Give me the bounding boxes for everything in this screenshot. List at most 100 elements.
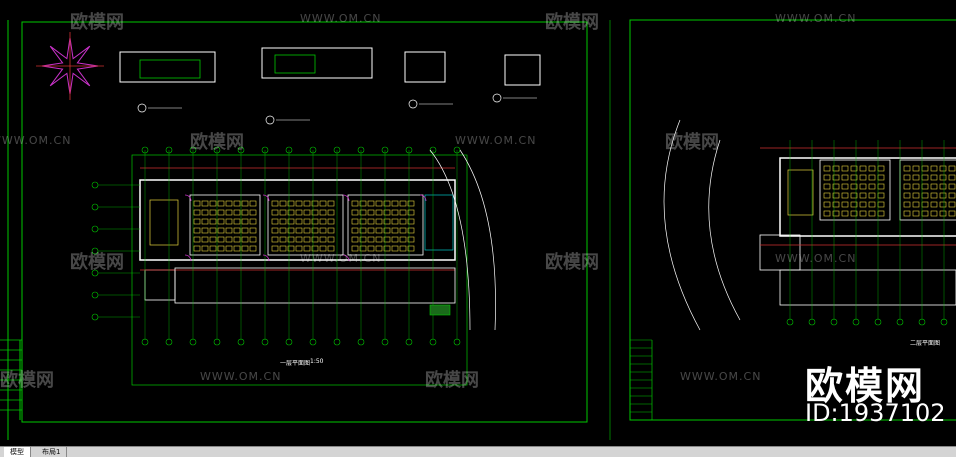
detail-marker	[408, 99, 418, 109]
desk	[841, 192, 849, 199]
watermark-logo: 欧模网	[190, 132, 244, 153]
desk	[877, 201, 885, 208]
desk	[249, 236, 257, 243]
desk	[359, 218, 367, 225]
desk	[249, 245, 257, 252]
watermark-logo: 欧模网	[545, 12, 599, 33]
sheet-frame-left	[21, 21, 588, 423]
desk	[225, 218, 233, 225]
desk	[327, 227, 335, 234]
desk	[930, 210, 938, 217]
desk	[939, 183, 947, 190]
desk	[877, 174, 885, 181]
grid-bubble	[896, 318, 904, 326]
desk	[383, 209, 391, 216]
grid-bubble	[261, 338, 269, 346]
tab-layout1[interactable]: 布局1	[36, 447, 68, 457]
desk	[832, 210, 840, 217]
desk	[850, 174, 858, 181]
arc-line	[429, 149, 471, 331]
grid-bubble	[808, 318, 816, 326]
desk	[877, 183, 885, 190]
desk	[303, 218, 311, 225]
desk	[823, 192, 831, 199]
desk	[319, 245, 327, 252]
door-swing	[184, 194, 192, 202]
desk	[233, 218, 241, 225]
desk	[311, 218, 319, 225]
detail-box	[504, 54, 541, 86]
desk	[375, 245, 383, 252]
desk	[279, 245, 287, 252]
desk	[912, 183, 920, 190]
grid-bubble	[429, 338, 437, 346]
desk	[279, 200, 287, 207]
watermark-url: WWW.OM.CN	[680, 370, 762, 383]
grid-bubble	[91, 203, 99, 211]
grid-bubble	[189, 338, 197, 346]
desk	[859, 165, 867, 172]
desk	[241, 227, 249, 234]
desk	[209, 227, 217, 234]
desk	[209, 236, 217, 243]
desk	[407, 200, 415, 207]
site-element	[429, 304, 451, 316]
desk	[217, 227, 225, 234]
desk	[391, 236, 399, 243]
desk	[241, 245, 249, 252]
desk	[209, 200, 217, 207]
desk	[249, 227, 257, 234]
watermark-logo: 欧模网	[425, 370, 479, 391]
desk	[391, 227, 399, 234]
desk	[921, 165, 929, 172]
desk	[201, 227, 209, 234]
desk	[217, 209, 225, 216]
desk	[233, 200, 241, 207]
desk	[225, 200, 233, 207]
brand-id: ID:1937102	[805, 399, 946, 427]
desk	[311, 200, 319, 207]
desk	[351, 218, 359, 225]
desk	[912, 201, 920, 208]
desk	[295, 209, 303, 216]
sheet-frame-right	[629, 19, 956, 421]
desk	[287, 200, 295, 207]
desk	[832, 192, 840, 199]
desk	[868, 201, 876, 208]
grid-bubble	[91, 313, 99, 321]
desk	[327, 245, 335, 252]
desk	[193, 236, 201, 243]
tab-model[interactable]: 模型	[4, 447, 31, 457]
desk	[351, 245, 359, 252]
desk	[912, 174, 920, 181]
desk	[903, 201, 911, 208]
desk	[850, 165, 858, 172]
grid-bubble	[357, 338, 365, 346]
grid-bubble	[405, 338, 413, 346]
desk	[939, 210, 947, 217]
desk	[319, 236, 327, 243]
desk	[359, 209, 367, 216]
desk	[241, 209, 249, 216]
watermark-url: WWW.OM.CN	[775, 252, 857, 265]
desk	[367, 236, 375, 243]
desk	[948, 201, 956, 208]
grid-bubble	[213, 338, 221, 346]
classroom	[189, 194, 261, 256]
cad-drawing-canvas[interactable]: 欧模网 WWW.OM.CN 欧模网 WWW.OM.CN WWW.OM.CN 欧模…	[0, 0, 956, 446]
detail-box	[119, 51, 216, 83]
desk	[217, 200, 225, 207]
desk	[912, 165, 920, 172]
desk	[877, 210, 885, 217]
desk	[327, 209, 335, 216]
desk	[375, 209, 383, 216]
desk	[225, 209, 233, 216]
detail-box	[139, 59, 201, 79]
desk	[930, 165, 938, 172]
desk	[391, 218, 399, 225]
desk	[930, 192, 938, 199]
desk	[841, 201, 849, 208]
desk	[912, 210, 920, 217]
desk	[193, 209, 201, 216]
desk	[319, 209, 327, 216]
